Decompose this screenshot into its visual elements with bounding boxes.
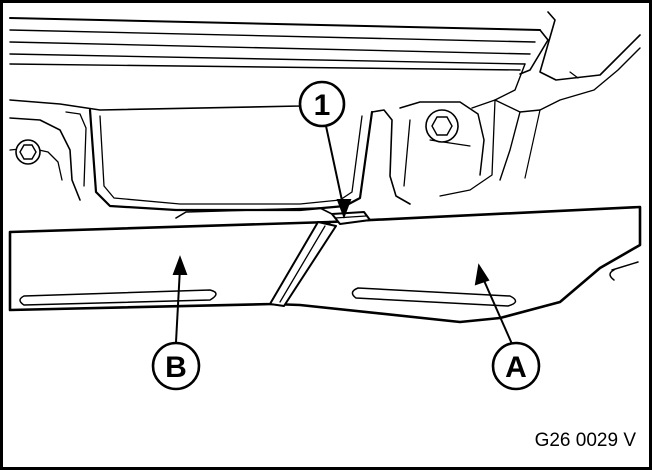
leader-b xyxy=(175,267,181,343)
leader-a xyxy=(481,275,513,345)
callout-1-label: 1 xyxy=(314,89,331,122)
bumper-trim-panels xyxy=(8,205,642,324)
callout-1: 1 xyxy=(298,80,346,128)
callout-b: B xyxy=(151,341,201,391)
upper-underbody xyxy=(9,11,641,212)
leader-1 xyxy=(325,125,345,211)
leader-lines xyxy=(172,125,513,345)
connector-clip xyxy=(331,211,371,225)
callout-a-label: A xyxy=(505,351,527,384)
callout-a: A xyxy=(491,341,541,391)
callout-b-label: B xyxy=(165,351,187,384)
bolt-left-icon xyxy=(15,139,41,165)
bolt-right-icon xyxy=(425,109,459,143)
figure-code: G26 0029 V xyxy=(535,430,637,451)
